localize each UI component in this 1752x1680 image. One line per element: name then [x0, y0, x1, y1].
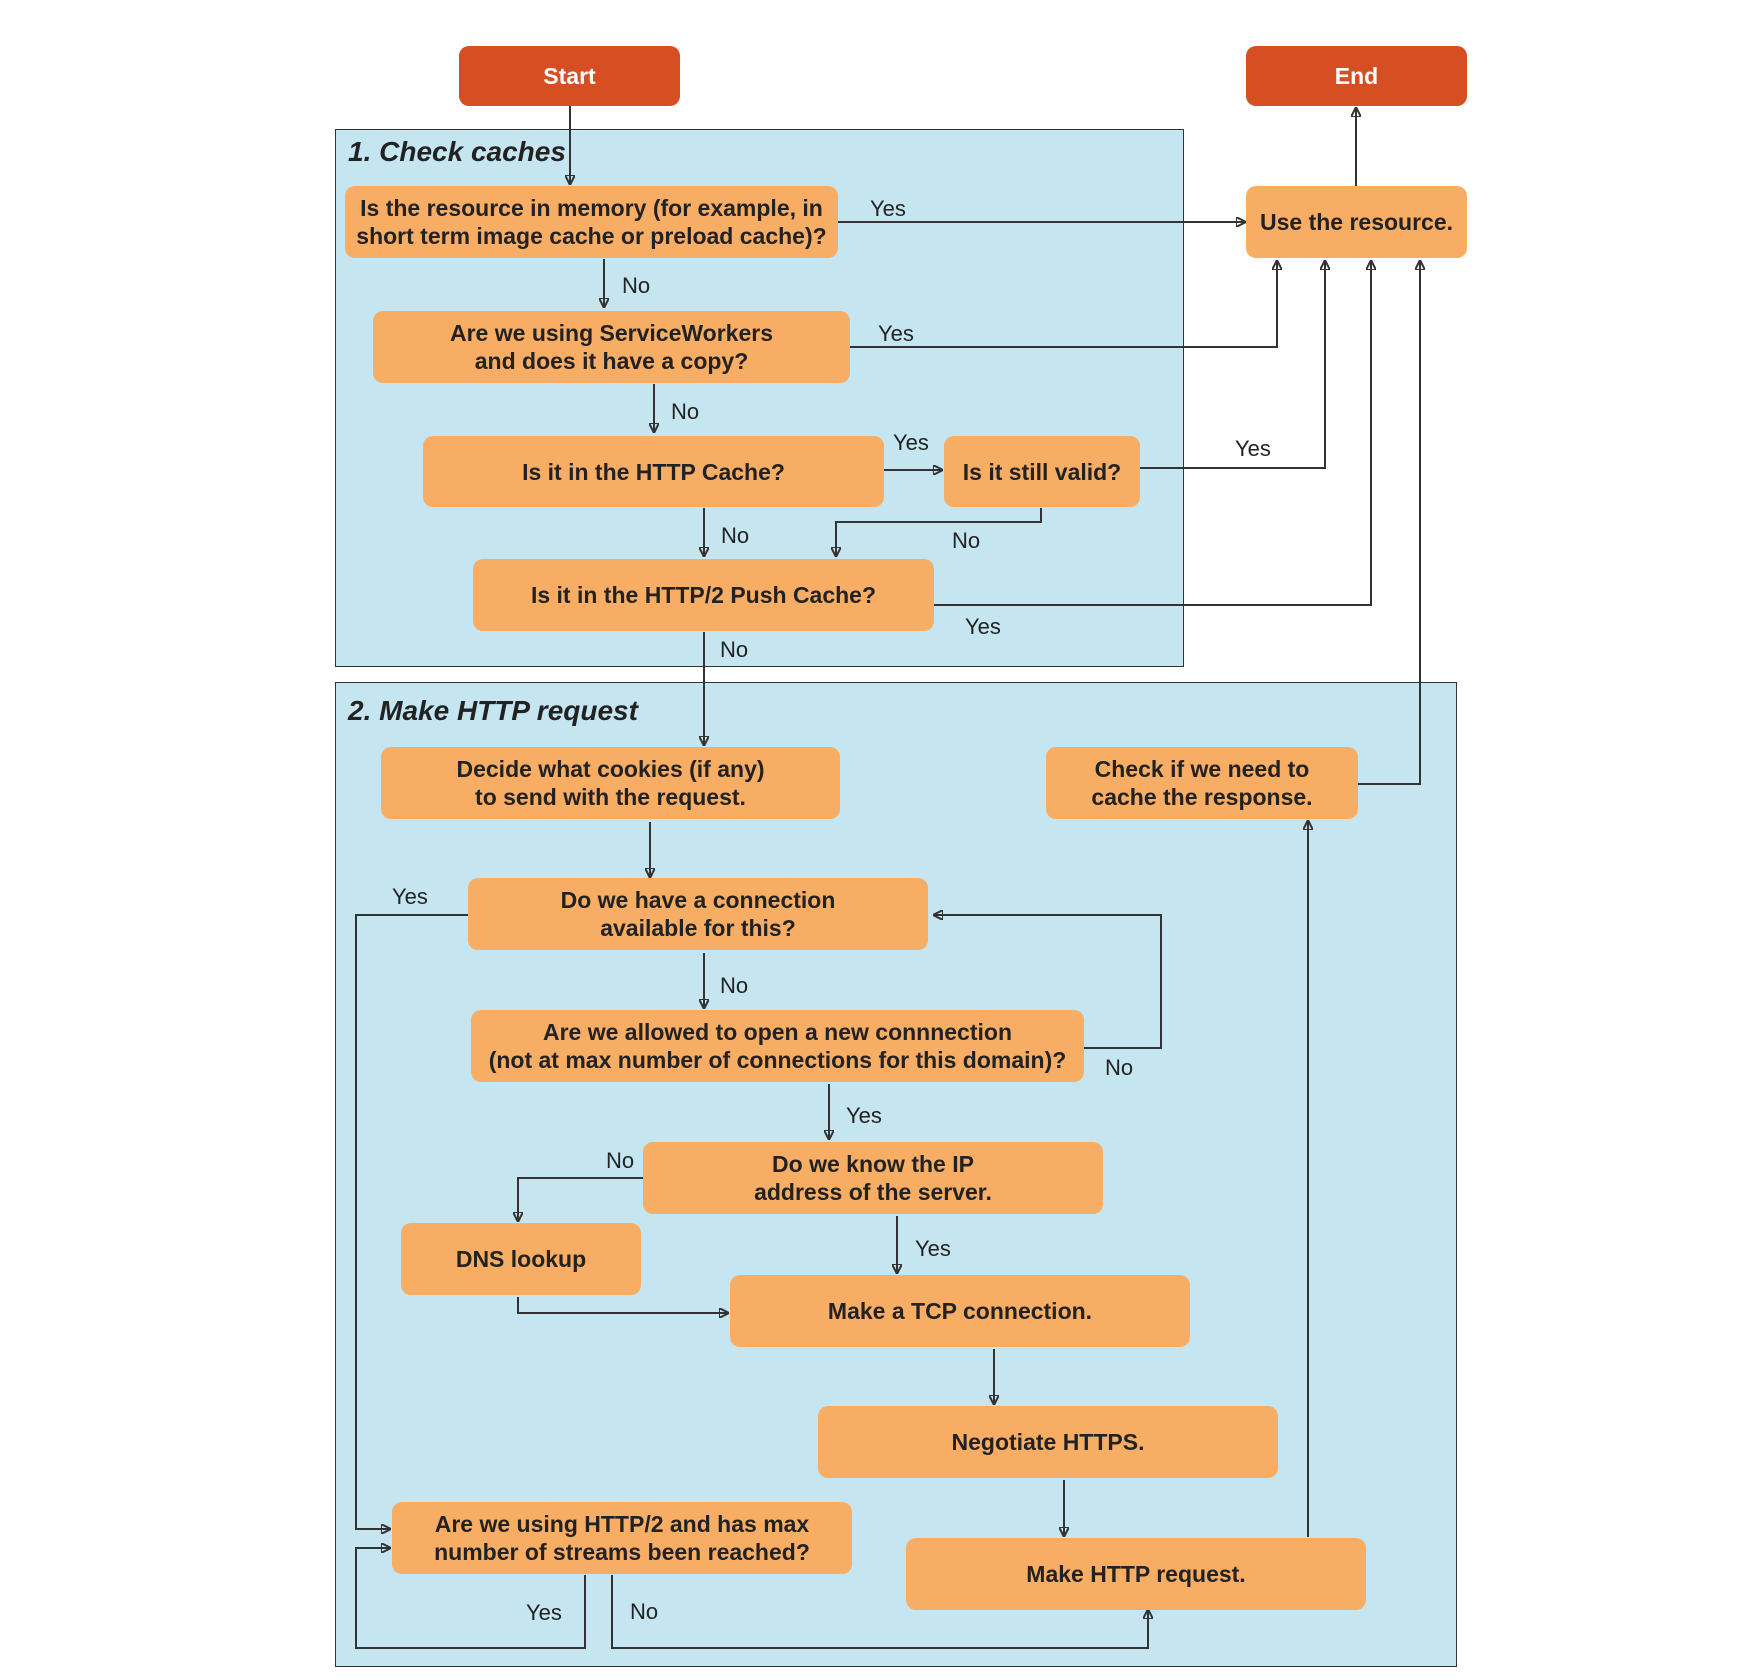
check-cache-response-node: Check if we need to cache the response. [1046, 747, 1358, 819]
edge-allowed-no [934, 915, 1162, 1049]
edge-push-yes [934, 261, 1371, 606]
http-cache-no-label: No [721, 523, 750, 548]
http2-streams-node: Are we using HTTP/2 and has max number o… [392, 1502, 852, 1574]
service-workers-node: Are we using ServiceWorkers and does it … [373, 311, 850, 383]
valid-no-label: No [952, 528, 981, 553]
start-terminal: Start [459, 46, 680, 106]
edge-check-cache-to-use [1358, 261, 1420, 785]
streams-no-label: No [630, 1599, 659, 1624]
ip-no-label: No [606, 1148, 635, 1173]
sw-yes-label: Yes [878, 321, 914, 346]
allowed-no-label: No [1105, 1055, 1134, 1080]
still-valid-node: Is it still valid? [944, 436, 1140, 507]
have-connection-node: Do we have a connection available for th… [468, 878, 928, 950]
edge-streams-no [611, 1575, 1148, 1649]
edge-ip-no [518, 1177, 643, 1221]
know-ip-node: Do we know the IP address of the server. [643, 1142, 1103, 1214]
valid-yes-label: Yes [1235, 436, 1271, 461]
tcp-connection-node: Make a TCP connection. [730, 1275, 1190, 1347]
edge-connection-yes [355, 914, 468, 1529]
http-cache-yes-label: Yes [893, 430, 929, 455]
edge-streams-yes [355, 1548, 586, 1649]
memory-no-label: No [622, 273, 651, 298]
check-caches-title: 1. Check caches [348, 136, 566, 167]
allowed-new-connection-node: Are we allowed to open a new connnection… [471, 1010, 1084, 1082]
push-cache-node: Is it in the HTTP/2 Push Cache? [473, 559, 934, 631]
http-cache-node: Is it in the HTTP Cache? [423, 436, 884, 507]
edge-valid-no [836, 508, 1042, 556]
memory-yes-label: Yes [870, 196, 906, 221]
dns-lookup-node: DNS lookup [401, 1223, 641, 1295]
push-yes-label: Yes [965, 614, 1001, 639]
make-http-request-node: Make HTTP request. [906, 1538, 1366, 1610]
edge-valid-yes [1140, 261, 1325, 469]
push-no-label: No [720, 637, 749, 662]
streams-yes-label: Yes [526, 1600, 562, 1625]
allowed-yes-label: Yes [846, 1103, 882, 1128]
edge-dns-to-tcp [517, 1297, 728, 1313]
use-resource-node: Use the resource. [1246, 186, 1467, 258]
negotiate-https-node: Negotiate HTTPS. [818, 1406, 1278, 1478]
make-http-request-title: 2. Make HTTP request [348, 695, 638, 726]
sw-no-label: No [671, 399, 700, 424]
ip-yes-label: Yes [915, 1236, 951, 1261]
end-terminal: End [1246, 46, 1467, 106]
connection-no-label: No [720, 973, 749, 998]
connection-yes-label: Yes [392, 884, 428, 909]
edge-sw-yes [850, 261, 1277, 348]
cookies-node: Decide what cookies (if any) to send wit… [381, 747, 840, 819]
in-memory-node: Is the resource in memory (for example, … [345, 186, 838, 258]
